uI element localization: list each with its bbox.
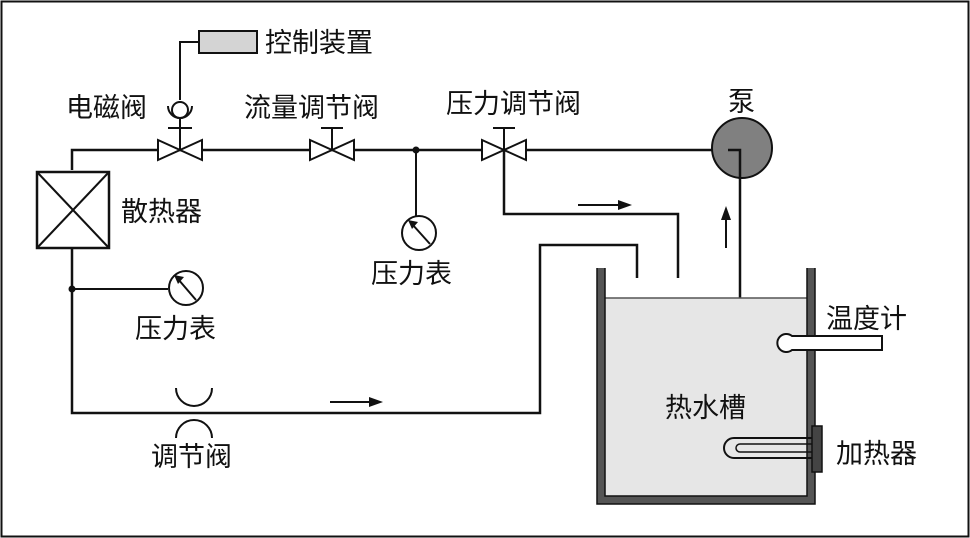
pressure-regulating-valve: 压力调节阀 (446, 89, 581, 162)
solenoid-valve-right-icon (177, 138, 203, 162)
throttle-valve-bottom-arc (175, 419, 213, 439)
pressure-gauge-top: 压力表 (371, 146, 452, 290)
tank-label: 热水槽 (665, 393, 746, 424)
heater-label: 加热器 (836, 439, 917, 470)
solenoid-valve: 电磁阀 (66, 93, 203, 162)
tank-water (604, 298, 808, 496)
return-arrow-head-icon (369, 397, 383, 407)
gauge-top-needle (411, 223, 431, 245)
hot-water-tank: 热水槽 (596, 268, 816, 505)
controller: 控制装置 (179, 28, 373, 100)
radiator: 散热器 (35, 170, 202, 250)
pump-label: 泵 (728, 87, 755, 118)
pressure-valve-label: 压力调节阀 (446, 89, 581, 120)
throttle-valve-label: 调节阀 (151, 442, 232, 473)
gauge-left-needle (177, 278, 197, 301)
gauge-top-needle-tip (408, 220, 418, 229)
pump-suction-pipe (728, 148, 742, 330)
thermometer-probe-icon (776, 333, 883, 353)
heater-block (811, 425, 823, 473)
tank-wall (597, 268, 815, 504)
controller-label: 控制装置 (265, 28, 373, 59)
thermometer-label: 温度计 (826, 304, 907, 335)
bypass-arrow-head-icon (618, 200, 632, 210)
radiator-label: 散热器 (121, 197, 202, 228)
gauge-left-needle-tip (174, 275, 184, 284)
suction-arrow-head-icon (721, 206, 731, 220)
heater: 加热器 (723, 425, 917, 473)
return-pipe (70, 243, 639, 415)
heater-coil-outer-icon (723, 437, 812, 459)
flow-valve-label: 流量调节阀 (244, 93, 379, 124)
thermometer: 温度计 (776, 304, 907, 353)
pressure-gauge-left: 压力表 (68, 270, 216, 345)
throttle-valve-top-arc (175, 387, 213, 407)
pressure-valve-right-icon (501, 138, 527, 162)
controller-wire (179, 41, 199, 100)
gauge-left-label: 压力表 (135, 314, 216, 345)
flow-valve-right-icon (329, 138, 355, 162)
flow-valve-left-icon (309, 138, 335, 162)
tank-wall-outline-inner (604, 268, 808, 497)
throttle-valve: 调节阀 (151, 387, 232, 473)
heater-coil-inner-icon (735, 443, 812, 453)
gauge-top-label: 压力表 (371, 259, 452, 290)
solenoid-valve-label: 电磁阀 (66, 93, 147, 124)
pump-icon (711, 117, 773, 179)
radiator-cross-b (36, 171, 110, 249)
bypass-pipe (502, 150, 680, 278)
flow-regulating-valve: 流量调节阀 (244, 93, 379, 162)
tank-wall-outline-outer (596, 268, 816, 505)
controller-box (198, 30, 258, 54)
solenoid-valve-left-icon (157, 138, 183, 162)
pump: 泵 (711, 87, 773, 330)
pressure-valve-left-icon (481, 138, 507, 162)
